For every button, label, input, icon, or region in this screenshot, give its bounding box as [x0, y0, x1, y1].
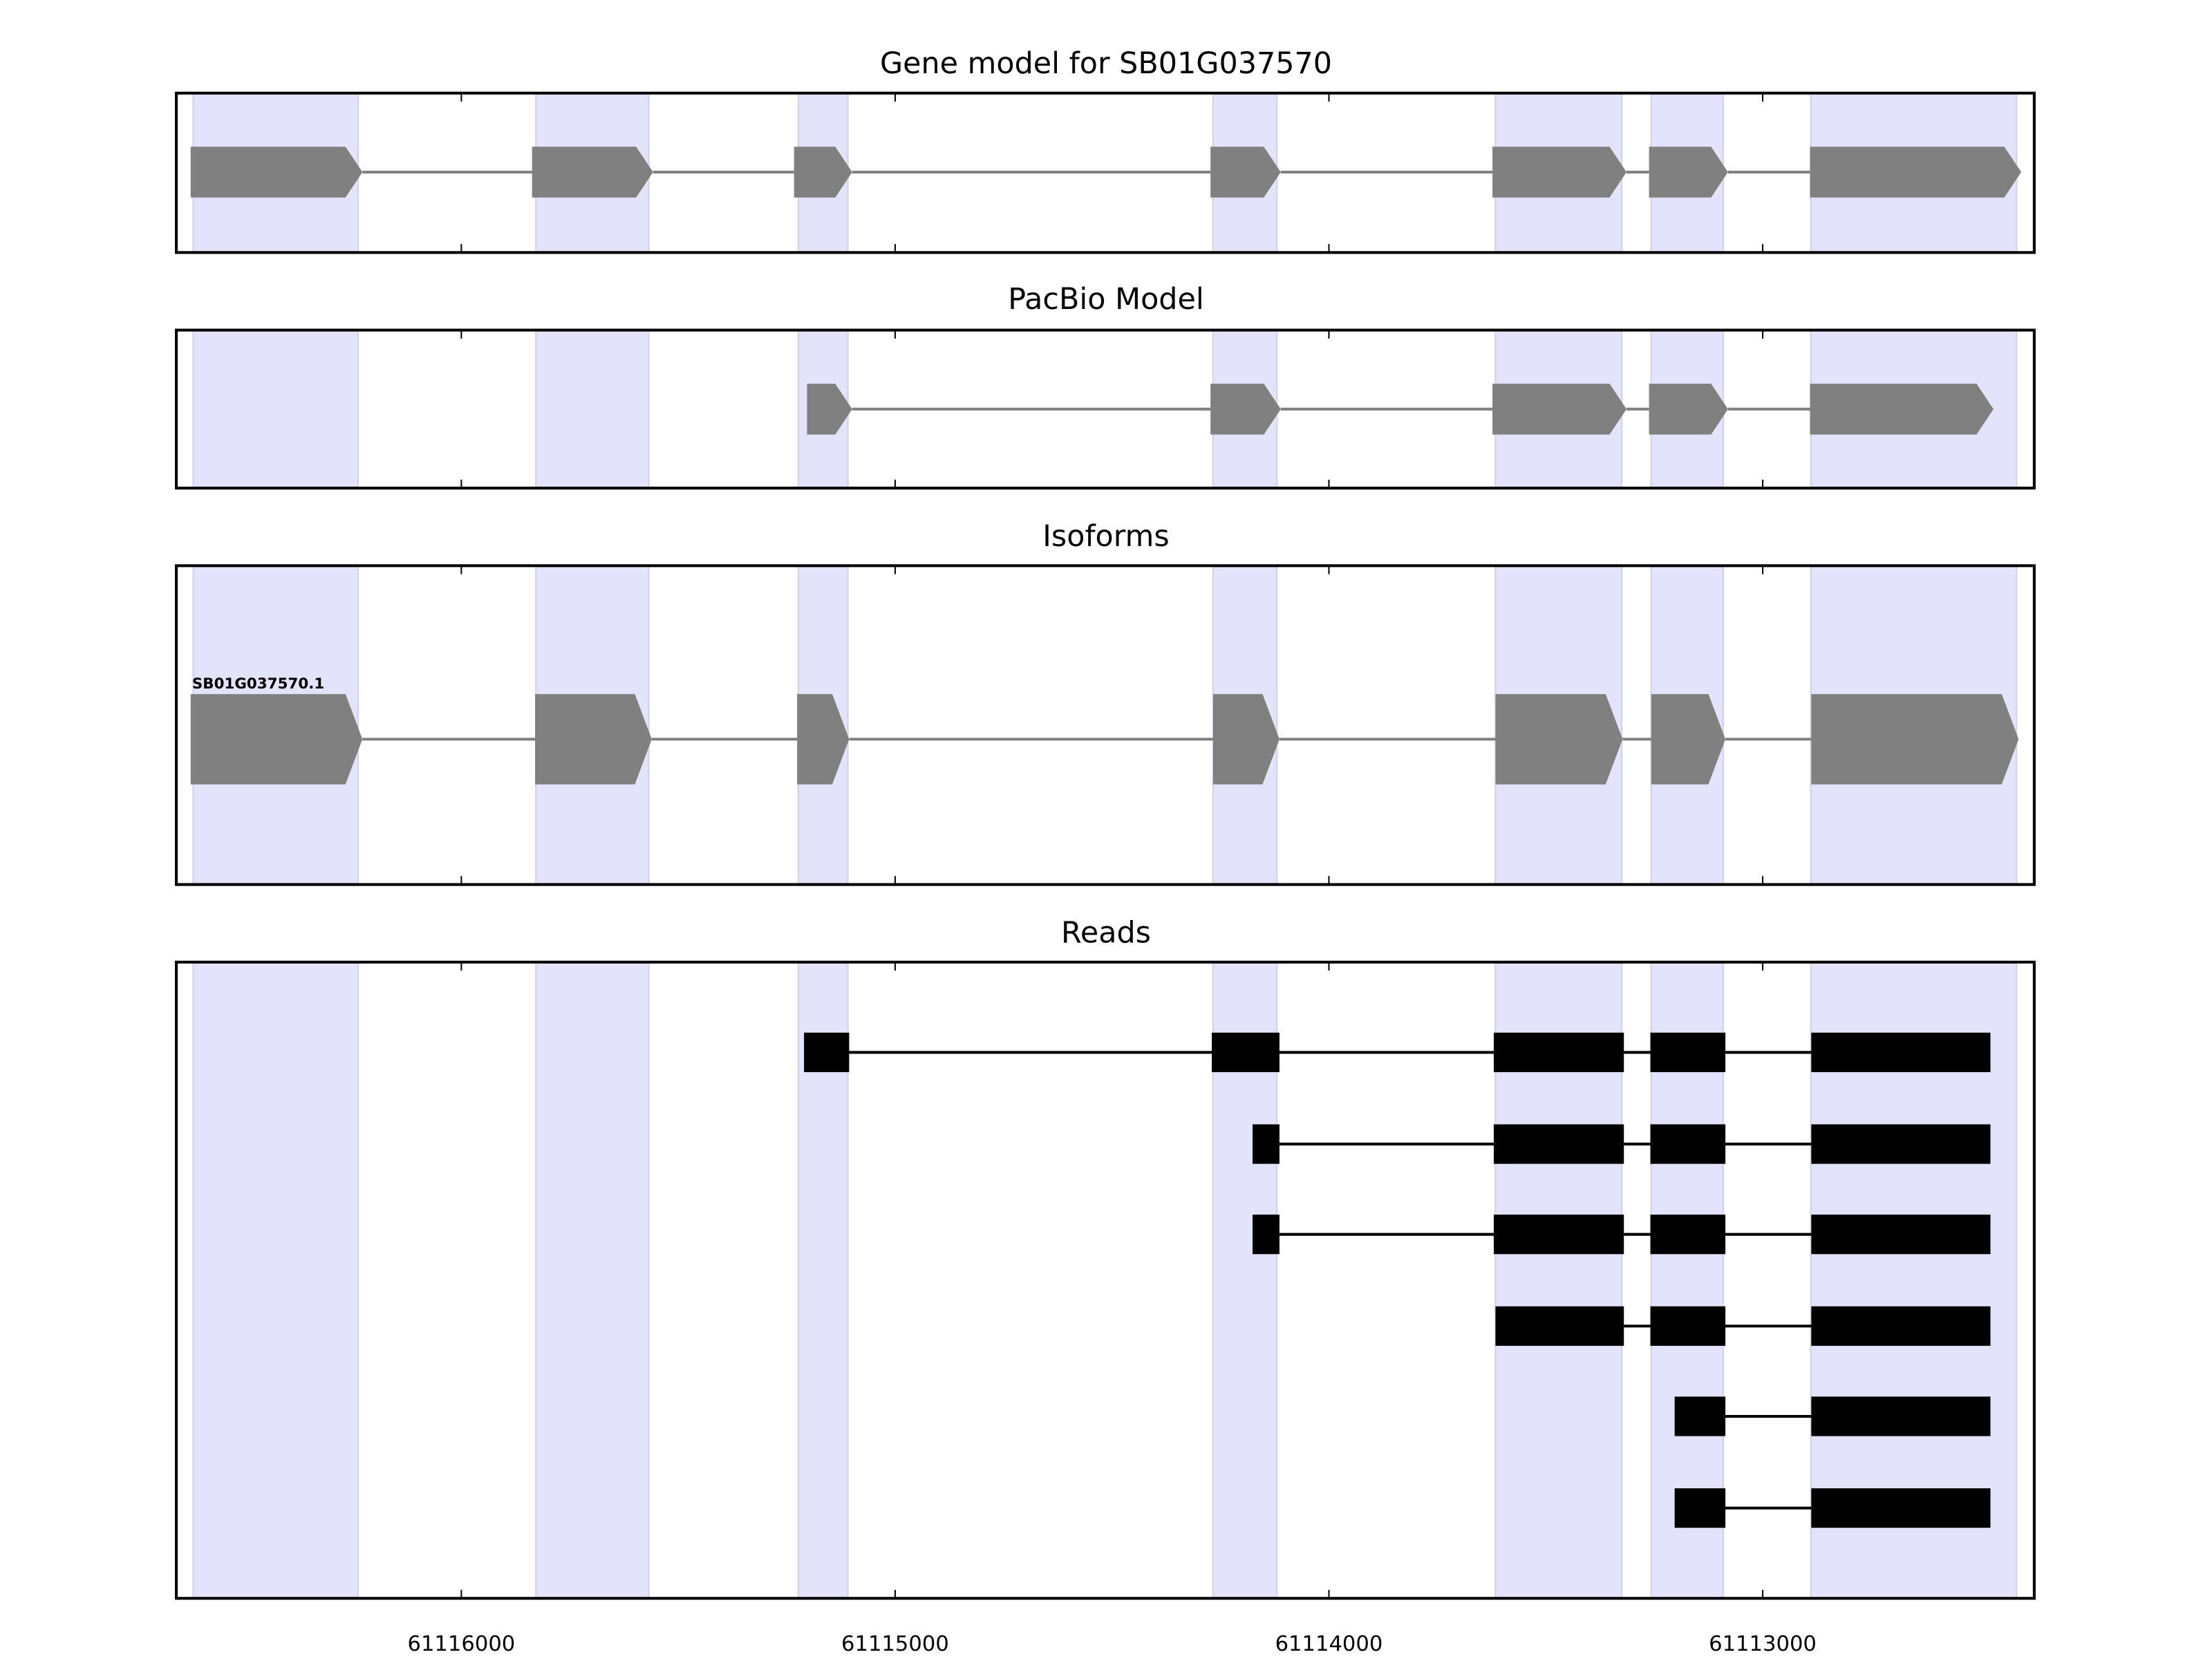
panel-frame: [175, 91, 2036, 254]
panel-title-isoforms: Isoforms: [1042, 519, 1169, 554]
x-tick-label: 61113000: [1709, 1632, 1817, 1656]
panel-model: [175, 91, 2036, 254]
panel-title-pacbio: PacBio Model: [1008, 282, 1203, 317]
read-exon-block: [804, 1032, 850, 1073]
exon-arrow: [797, 694, 850, 785]
exon-arrow: [1492, 384, 1627, 435]
read-exon-block: [1253, 1215, 1280, 1255]
read-exon-block: [1811, 1215, 1991, 1255]
panel-reads: [175, 960, 2036, 1600]
exon-arrow: [1212, 694, 1280, 785]
read-exon-block: [1650, 1124, 1726, 1164]
exon-arrow: [535, 694, 652, 785]
read-exon-block: [1493, 1215, 1624, 1255]
exon-arrow: [532, 147, 653, 198]
exon-arrow: [190, 147, 363, 198]
read-exon-block: [1674, 1488, 1726, 1528]
exon-arrow: [1649, 147, 1728, 198]
read-exon-block: [1811, 1124, 1991, 1164]
isoform-label: SB01G037570.1: [192, 675, 325, 693]
exon-arrow: [1495, 694, 1623, 785]
read-exon-block: [1674, 1396, 1726, 1436]
exon-shading: [192, 329, 359, 489]
exon-arrow: [807, 384, 852, 435]
read-exon-block: [1493, 1124, 1624, 1164]
read-exon-block: [1650, 1032, 1726, 1073]
panel-isoform: SB01G037570.1: [175, 564, 2036, 886]
read-exon-block: [1212, 1032, 1280, 1073]
x-tick-label: 61115000: [841, 1632, 949, 1656]
exon-shading: [535, 329, 650, 489]
panel-model: [175, 328, 2036, 490]
exon-arrow: [794, 147, 852, 198]
read-exon-block: [1811, 1306, 1991, 1346]
read-exon-block: [1811, 1032, 1991, 1073]
read-exon-block: [1493, 1032, 1624, 1073]
read-exon-block: [1650, 1306, 1726, 1346]
exon-arrow: [1810, 384, 1994, 435]
read-exon-block: [1495, 1306, 1624, 1346]
read-exon-block: [1811, 1488, 1991, 1528]
x-tick-label: 61116000: [407, 1632, 515, 1656]
read-exon-block: [1253, 1124, 1280, 1164]
exon-arrow: [1210, 147, 1281, 198]
exon-shading: [192, 961, 359, 1600]
exon-arrow: [1810, 147, 2022, 198]
exon-arrow: [1649, 384, 1728, 435]
panel-frame: [175, 328, 2036, 490]
x-tick-label: 61114000: [1275, 1632, 1383, 1656]
panel-frame: [175, 960, 2036, 1600]
panel-frame: [175, 564, 2036, 886]
exon-arrow: [190, 694, 363, 785]
panel-title-reads: Reads: [1061, 915, 1151, 950]
exon-arrow: [1651, 694, 1726, 785]
exon-shading: [535, 961, 650, 1600]
exon-arrow: [1492, 147, 1627, 198]
read-exon-block: [1650, 1215, 1726, 1255]
read-exon-block: [1811, 1396, 1991, 1436]
exon-arrow: [1210, 384, 1281, 435]
panel-title-gene-model: Gene model for SB01G037570: [880, 46, 1332, 81]
exon-arrow: [1811, 694, 2019, 785]
